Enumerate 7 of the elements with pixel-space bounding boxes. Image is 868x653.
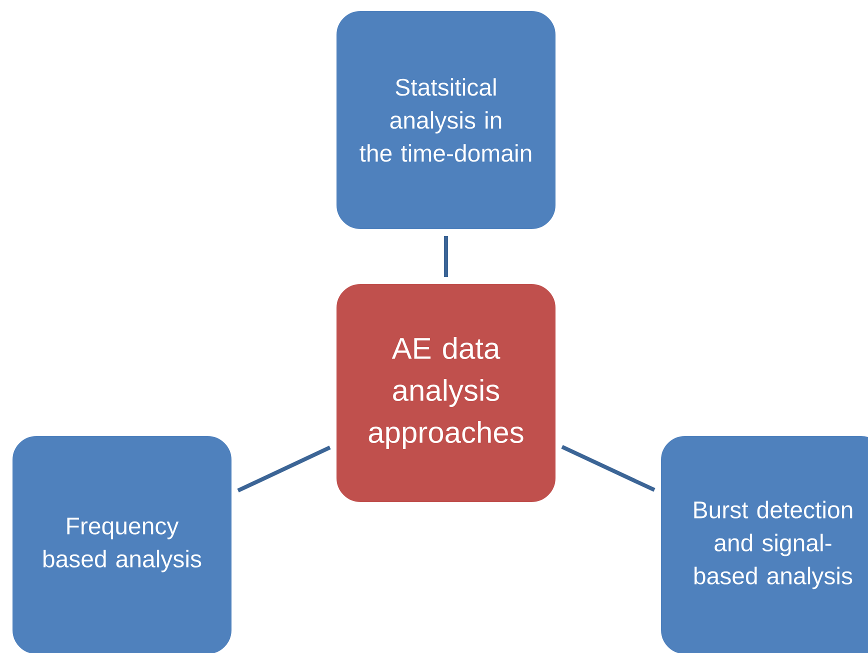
connector-line <box>561 445 656 492</box>
process-box: Statsitical analysis in the time-domain <box>334 9 558 231</box>
connector-line <box>444 236 448 277</box>
process-box: Frequency based analysis <box>10 434 234 653</box>
connector-line <box>237 446 331 492</box>
center-box: AE data analysis approaches <box>334 282 558 504</box>
process-box: Burst detection and signal-based analysis <box>659 434 868 653</box>
